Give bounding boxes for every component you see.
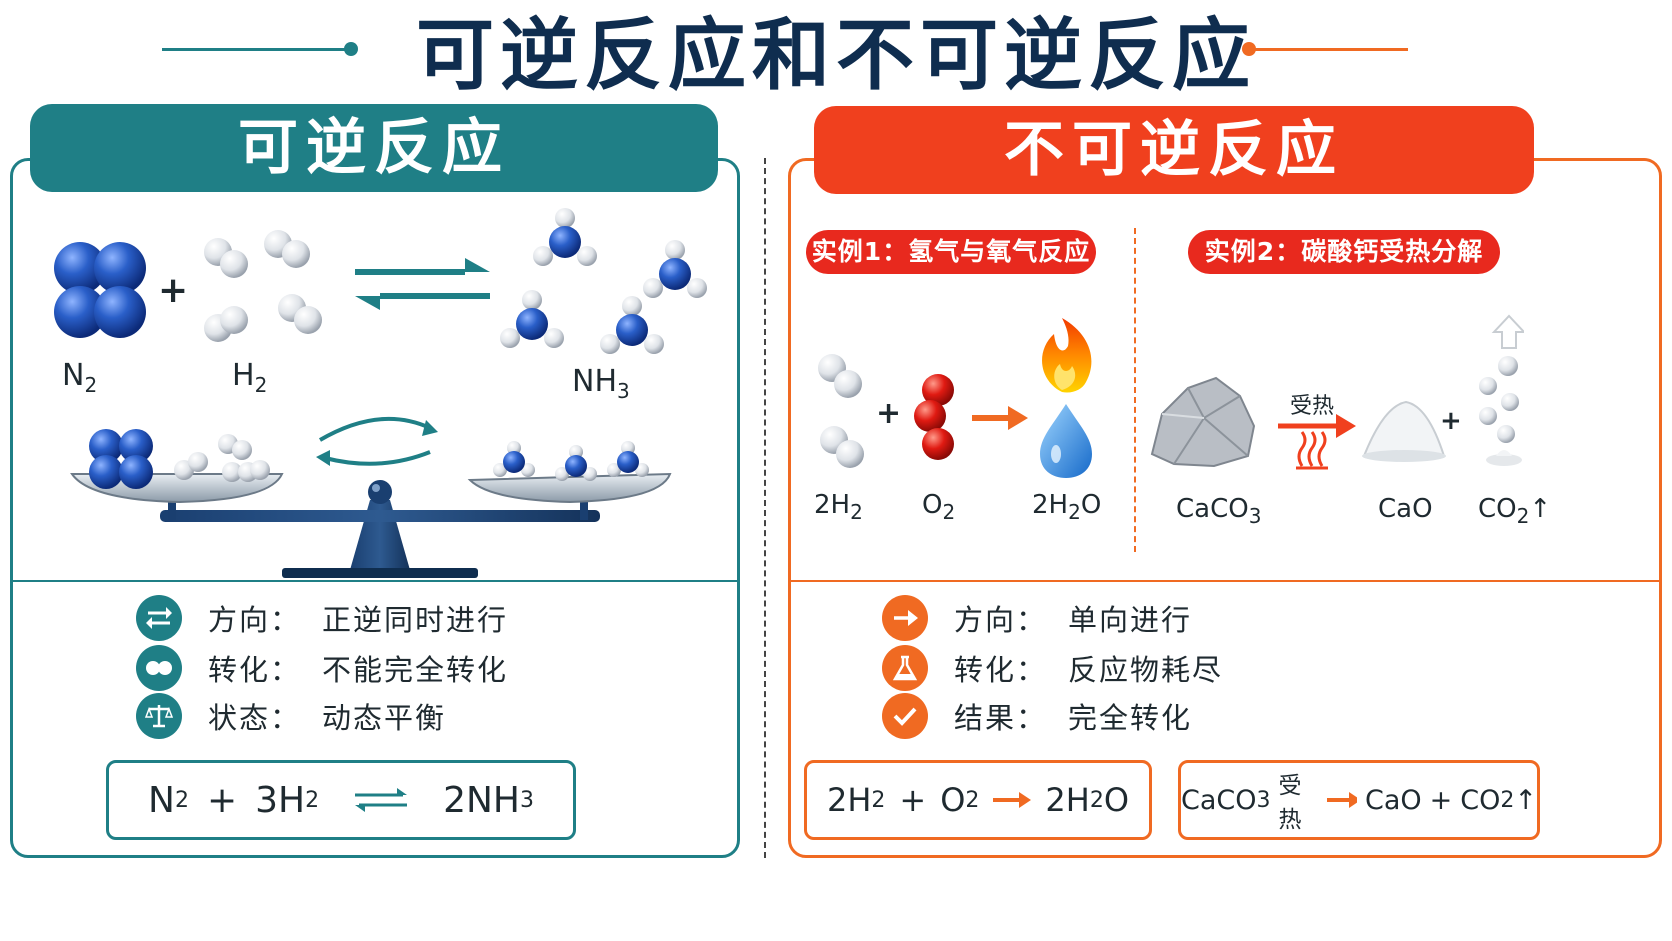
title-left-line xyxy=(162,48,352,51)
reversible-state-row: 状态： 动态平衡 xyxy=(136,692,446,740)
conversion-key: 转化： xyxy=(208,653,302,687)
arrow-right-icon xyxy=(882,595,928,641)
example1-o2-label: O2 xyxy=(922,490,956,525)
water-drop-icon xyxy=(1040,404,1092,478)
reversible-illustration xyxy=(54,208,707,578)
example1-h2-label: 2H2 xyxy=(814,490,863,525)
title-left-dot xyxy=(344,42,358,56)
cao-label: CaO xyxy=(1378,494,1433,524)
cycle-arrows-icon xyxy=(316,416,438,466)
co2-molecules xyxy=(1479,356,1522,466)
flame-icon xyxy=(1042,318,1092,393)
result-value: 完全转化 xyxy=(1068,701,1193,735)
o2-molecules xyxy=(914,374,954,460)
irreversible-direction-row: 方向： 单向进行 xyxy=(882,594,1192,642)
direction-key: 方向： xyxy=(208,603,302,637)
reversible-conversion-row: 转化： 不能完全转化 xyxy=(136,644,508,692)
example1-illustration xyxy=(818,318,1092,478)
balance-icon xyxy=(136,693,182,739)
direction-value: 正逆同时进行 xyxy=(322,603,509,637)
conversion-value: 不能完全转化 xyxy=(322,653,509,687)
center-divider xyxy=(764,158,766,858)
examples-divider xyxy=(1134,228,1136,552)
reversible-divider xyxy=(12,580,738,582)
heat-arrow-icon xyxy=(1278,414,1356,438)
powder-icon xyxy=(1362,400,1446,462)
conversion-value: 反应物耗尽 xyxy=(1068,653,1224,687)
reversible-header: 可逆反应 xyxy=(30,104,718,192)
reversible-direction-row: 方向： 正逆同时进行 xyxy=(136,594,508,642)
double-arrow-icon xyxy=(136,595,182,641)
title-right-line xyxy=(1250,48,1408,51)
heat-waves-icon xyxy=(1296,431,1328,470)
nh3-molecules xyxy=(500,208,707,354)
n2-molecules xyxy=(54,242,146,338)
title-right-dot xyxy=(1242,42,1256,56)
balance-scale xyxy=(70,429,672,578)
direction-key: 方向： xyxy=(954,603,1048,637)
h2-label: H2 xyxy=(232,358,268,397)
example1-pill: 实例1：氢气与氧气反应 xyxy=(806,230,1096,274)
caco3-label: CaCO3 xyxy=(1176,494,1262,529)
co2-label: CO2↑ xyxy=(1478,494,1552,529)
example1-plus: + xyxy=(876,396,902,431)
h2-molecules-example1 xyxy=(818,354,864,468)
nh3-label: NH3 xyxy=(572,364,630,403)
arrow-icon xyxy=(972,406,1028,430)
example2-pill: 实例2：碳酸钙受热分解 xyxy=(1188,230,1500,274)
example2-plus: + xyxy=(1440,406,1462,436)
n2-label: N2 xyxy=(62,358,98,397)
example1-h2o-label: 2H2O xyxy=(1032,490,1102,525)
irreversible-conversion-row: 转化： 反应物耗尽 xyxy=(882,644,1223,692)
rock-icon xyxy=(1150,376,1256,468)
arrow-icon xyxy=(1327,792,1357,808)
page-title: 可逆反应和不可逆反应 xyxy=(415,11,1256,101)
conversion-key: 转化： xyxy=(954,653,1048,687)
flask-icon xyxy=(882,645,928,691)
arrow-icon xyxy=(993,792,1032,808)
equilibrium-arrow-icon xyxy=(355,788,408,812)
reactants-plus: + xyxy=(158,270,189,311)
result-key: 结果： xyxy=(954,701,1048,735)
equilibrium-arrows-icon xyxy=(355,258,490,310)
check-icon xyxy=(882,693,928,739)
direction-value: 单向进行 xyxy=(1068,603,1193,637)
example2-illustration xyxy=(1150,314,1524,470)
up-arrow-icon xyxy=(1491,314,1524,349)
state-value: 动态平衡 xyxy=(322,701,447,735)
irreversible-header: 不可逆反应 xyxy=(814,106,1534,194)
irreversible-result-row: 结果： 完全转化 xyxy=(882,692,1192,740)
heat-label: 受热 xyxy=(1290,394,1335,419)
two-circles-icon xyxy=(136,645,182,691)
h2-molecules xyxy=(204,230,322,342)
state-key: 状态： xyxy=(208,701,302,735)
irreversible-divider xyxy=(790,580,1660,582)
